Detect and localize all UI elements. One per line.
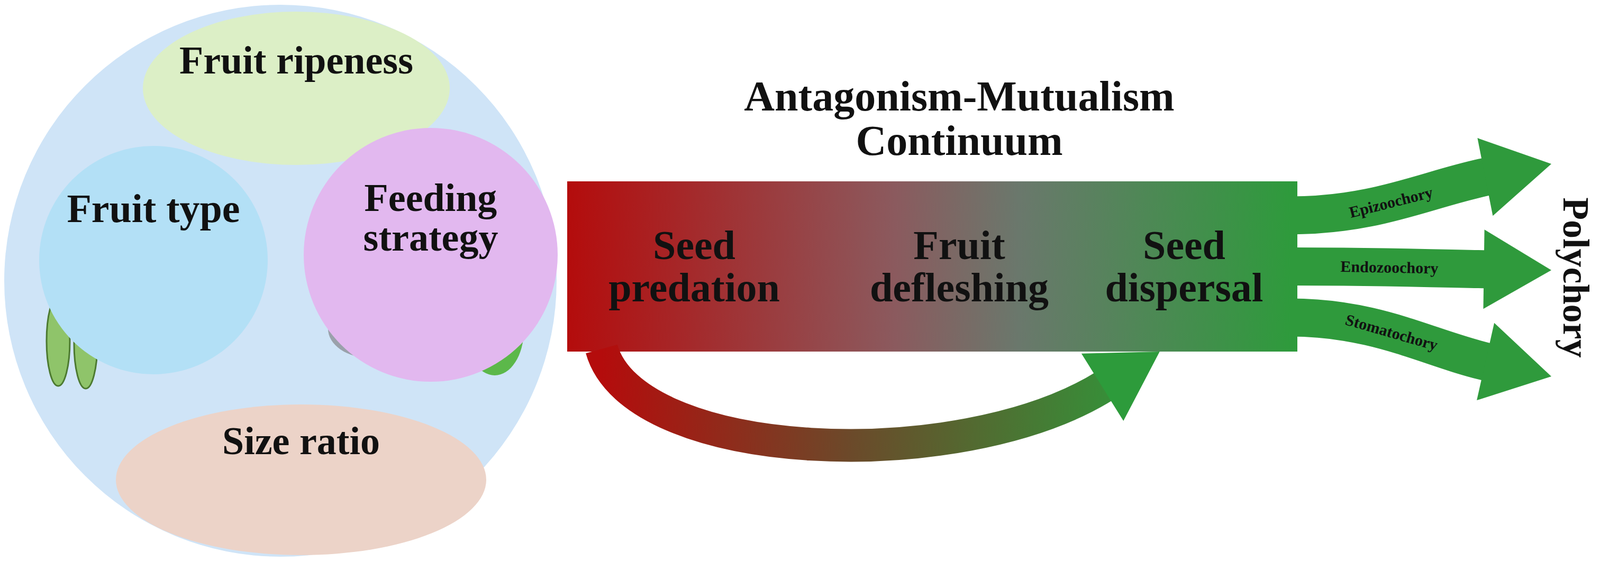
outcome-label: Polychory [1554, 158, 1597, 397]
edge-label: Stomatochory [1343, 311, 1440, 354]
node-label: Fruit ripeness [142, 40, 450, 81]
vertical-label: Polychory [1556, 197, 1595, 358]
arrow-head [1477, 138, 1552, 216]
size-ratio-silhouettes [158, 470, 372, 538]
node-outline [39, 146, 268, 375]
connector-arrow [601, 349, 1160, 446]
connector-arrow [1289, 317, 1552, 402]
node-label: Seed dispersal [1088, 224, 1280, 309]
node-label: Fruit type [39, 188, 268, 230]
edge-label: Endozoochory [1340, 258, 1439, 277]
factor-circle: Feeding strategy [303, 128, 558, 383]
fruit-ripeness-illustration [196, 91, 356, 144]
continuum-stage: Seed predation [577, 181, 811, 352]
fruit-type-illustration [46, 247, 240, 389]
node-label: Fruit defleshing [864, 224, 1055, 309]
node-label: Seed predation [598, 224, 790, 309]
node-shape [303, 128, 558, 383]
arrow-shaft [601, 349, 1105, 446]
node-shape [115, 404, 487, 556]
continuum-stage: Seed dispersal [1073, 181, 1296, 352]
connector-arrow [1289, 138, 1552, 216]
connector-arrow [1289, 229, 1552, 309]
factor-ellipse: Size ratio [115, 404, 487, 556]
edge-label: Epizoochory [1347, 184, 1435, 222]
diagram-title: Antagonism-Mutualism Continuum [705, 74, 1214, 163]
arrow-head [1483, 229, 1552, 309]
node-shape [39, 146, 268, 375]
feeding-birds-illustration [328, 264, 524, 376]
arrow-head [1081, 351, 1160, 422]
continuum-stage: Fruit defleshing [837, 181, 1081, 352]
continuum-band [567, 181, 1298, 352]
node-label: Size ratio [115, 421, 487, 462]
factor-circle: Fruit type [39, 146, 268, 375]
arrow-head [1476, 323, 1552, 401]
node-label: Feeding strategy [340, 178, 521, 259]
